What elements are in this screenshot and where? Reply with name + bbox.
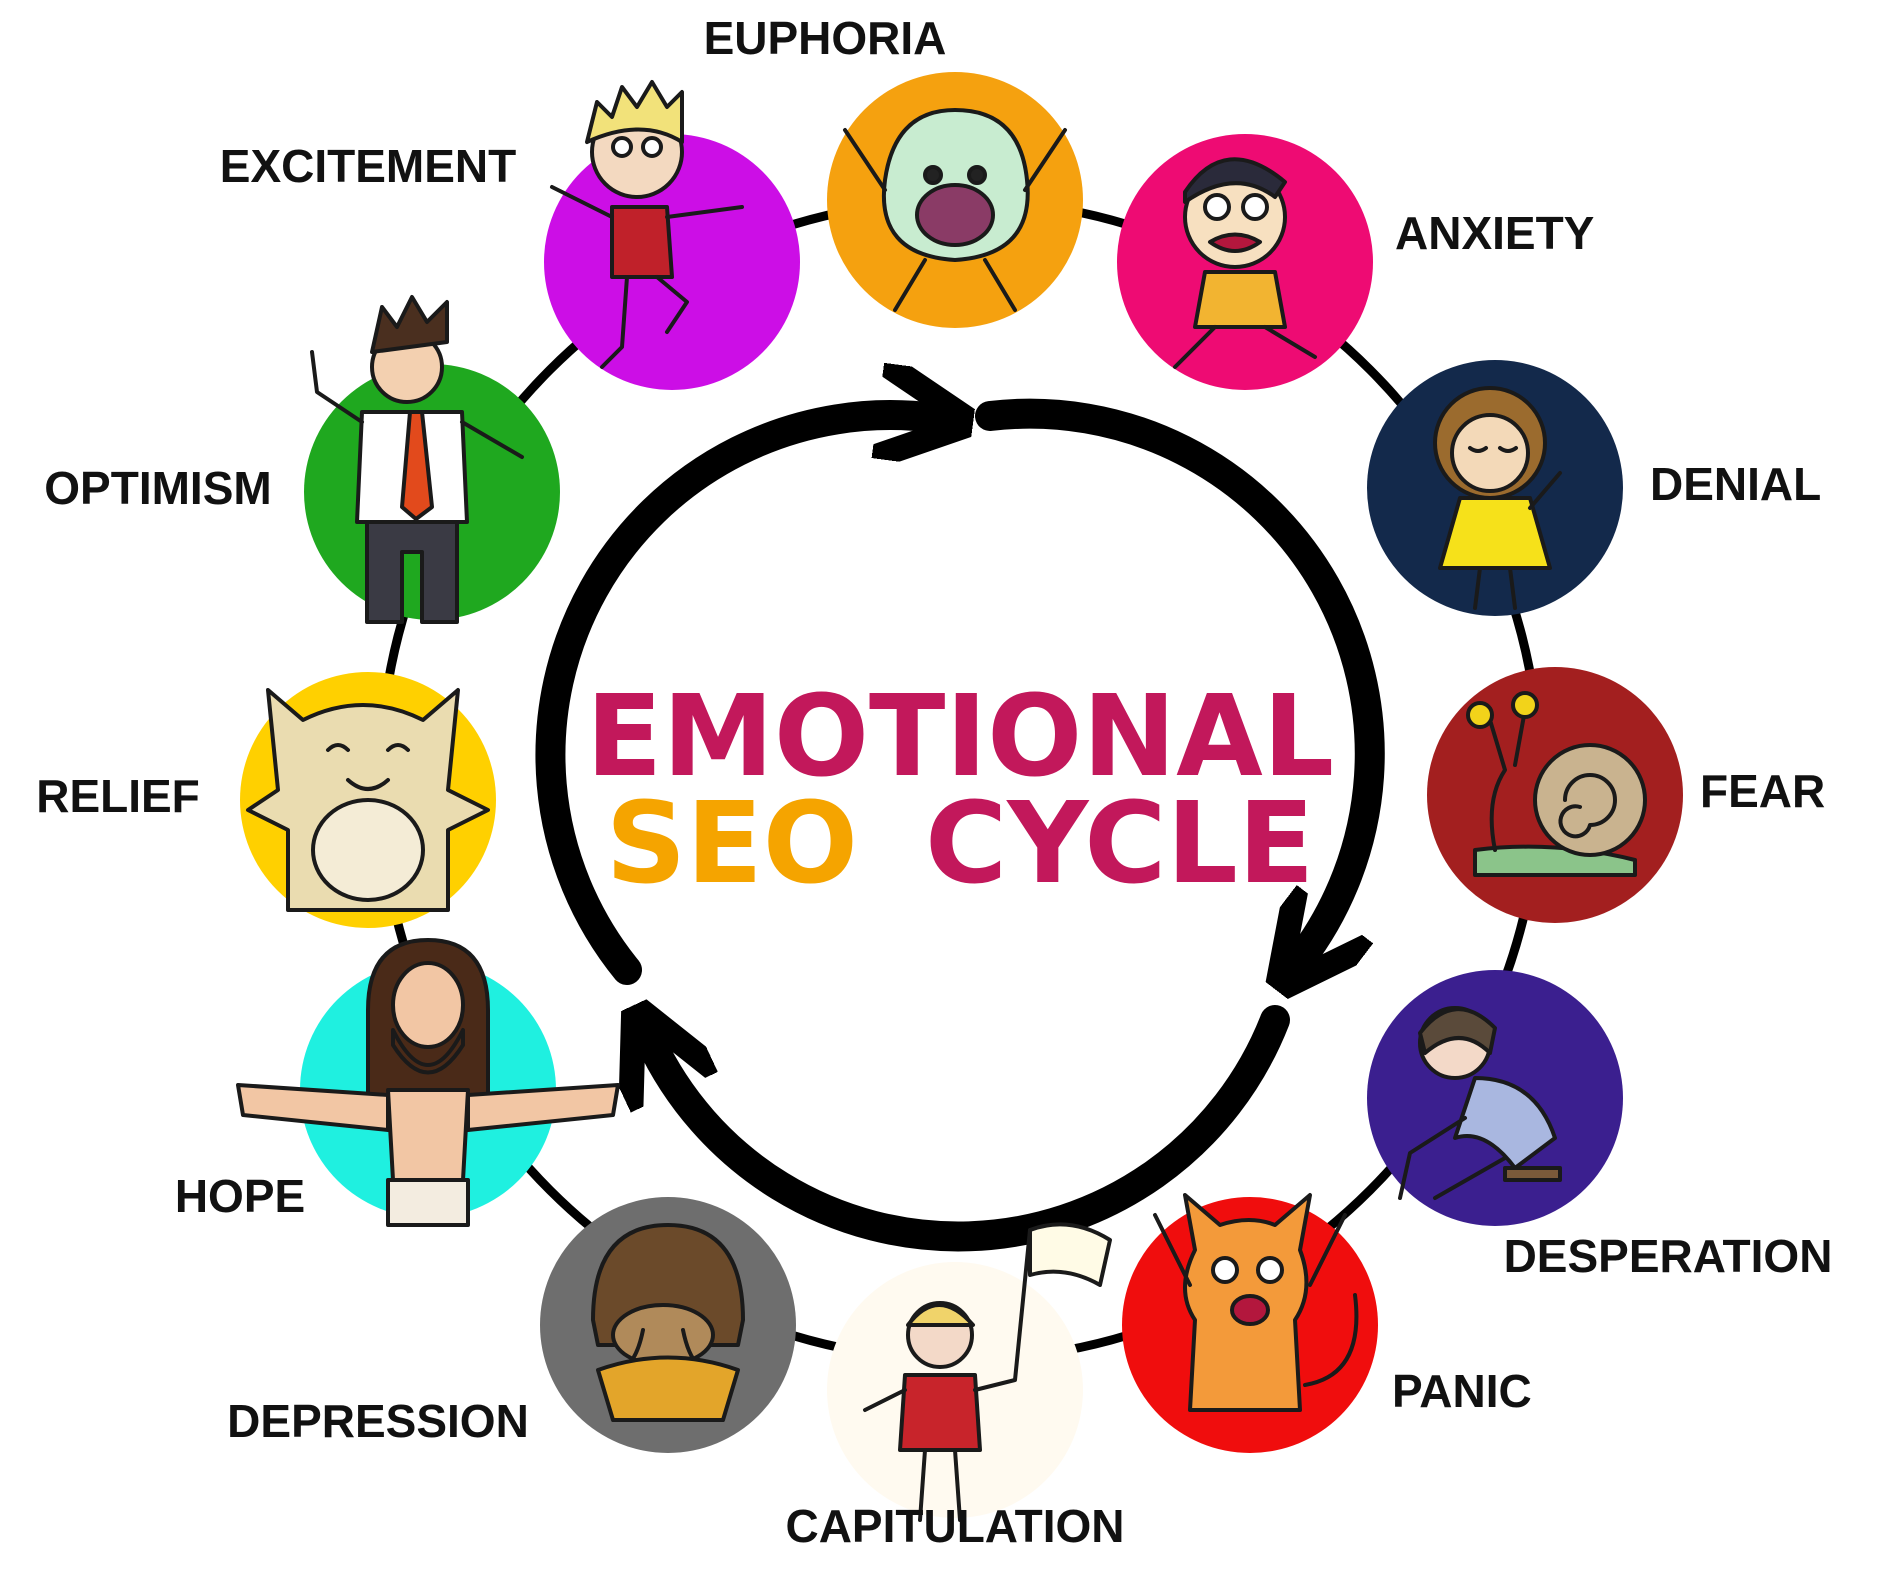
title-line-2: SEO CYCLE	[606, 779, 1315, 909]
snail-icon	[1466, 691, 1647, 877]
stage-label-fear: FEAR	[1700, 765, 1825, 817]
stage-label-optimism: OPTIMISM	[44, 462, 271, 514]
panicked-cat-icon	[1153, 1193, 1359, 1412]
stage-node-euphoria	[827, 72, 1083, 328]
stage-node-depression	[540, 1197, 796, 1453]
sitting-woman-icon	[1398, 1006, 1562, 1200]
cycle-arrow-bottom	[650, 1020, 1290, 1252]
white-flag-man-icon	[863, 1222, 1112, 1522]
open-arms-figure-icon	[236, 938, 620, 1227]
stage-label-euphoria: EUPHORIA	[704, 12, 947, 64]
happy-monster-icon	[246, 688, 490, 912]
crying-kid-icon	[591, 1223, 745, 1422]
stage-node-optimism	[304, 295, 560, 624]
stage-label-denial: DENIAL	[1650, 458, 1821, 510]
stage-label-panic: PANIC	[1392, 1365, 1532, 1417]
anxious-runner-icon	[1173, 157, 1317, 369]
stage-label-capitulation: CAPITULATION	[785, 1500, 1124, 1552]
businessman-icon	[310, 295, 524, 624]
stage-node-excitement	[544, 80, 800, 390]
cycle-arrows	[535, 398, 1385, 1252]
denial-girl-icon	[1433, 386, 1562, 610]
dancing-boy-icon	[550, 80, 744, 369]
stage-node-fear	[1427, 667, 1683, 923]
stage-node-hope	[236, 938, 620, 1227]
title-line-1: EMOTIONAL	[586, 672, 1334, 802]
diagram-title: EMOTIONAL SEO CYCLE	[586, 672, 1334, 909]
stage-node-capitulation	[827, 1222, 1112, 1522]
cycle-arrow-top	[535, 415, 935, 985]
title-seo: SEO	[606, 779, 858, 909]
stage-label-depression: DEPRESSION	[227, 1395, 529, 1447]
stage-label-relief: RELIEF	[36, 770, 200, 822]
stage-node-anxiety	[1117, 134, 1373, 390]
stage-label-excitement: EXCITEMENT	[220, 140, 516, 192]
euphoric-blob-icon	[843, 108, 1067, 312]
stage-node-panic	[1122, 1193, 1378, 1453]
stage-node-desperation	[1367, 970, 1623, 1226]
title-cycle: CYCLE	[925, 779, 1314, 909]
stage-label-desperation: DESPERATION	[1504, 1230, 1833, 1282]
stage-label-anxiety: ANXIETY	[1395, 207, 1594, 259]
stage-label-hope: HOPE	[175, 1170, 305, 1222]
stage-node-denial	[1367, 360, 1623, 616]
cycle-arrow-right	[975, 398, 1385, 960]
stage-node-relief	[240, 672, 496, 928]
